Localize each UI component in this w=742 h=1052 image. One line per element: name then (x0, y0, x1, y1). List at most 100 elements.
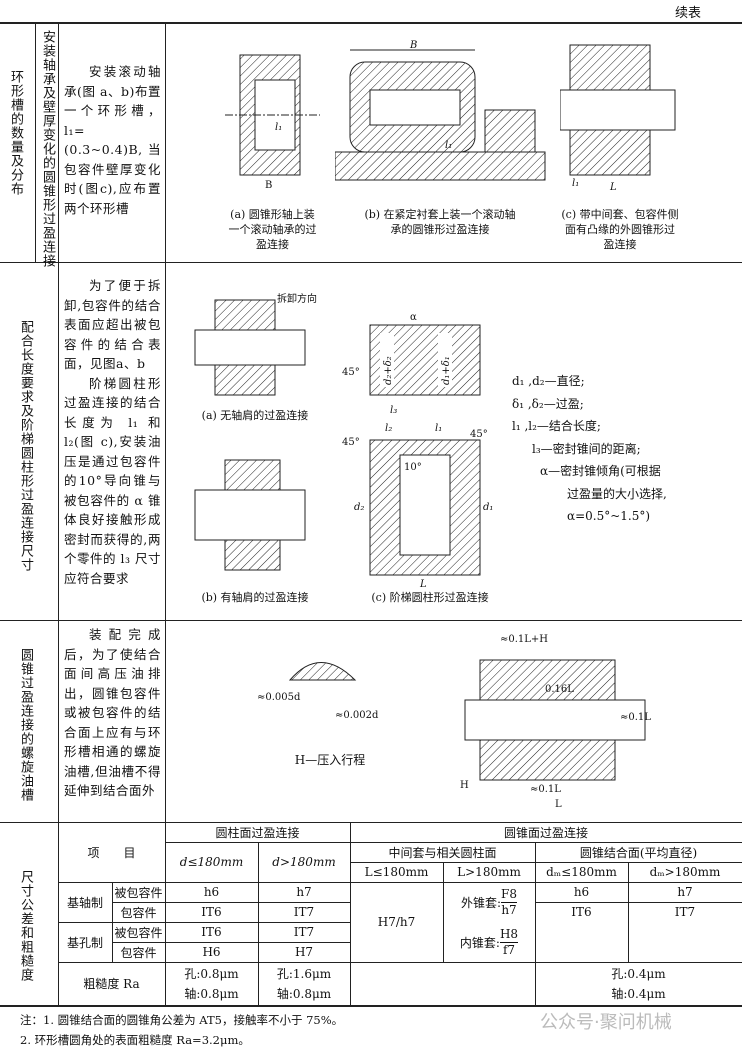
figure-1c-caption: (c) 带中间套、包容件侧面有凸缘的外圆锥形过盈连接 (561, 208, 679, 251)
grid-line (112, 902, 350, 903)
figure-3a-caption: H—压入行程 (294, 753, 366, 767)
row-sublabel: 安装轴承及壁厚变化的圆锥形过盈连接 (40, 30, 55, 268)
continued-label: 续表 (675, 6, 702, 21)
numerator: F8 (501, 886, 517, 903)
header-item: 项 目 (87, 845, 136, 860)
legend-line: l₁ ,l₂—结合长度; (512, 419, 601, 433)
cell: IT6 (571, 905, 592, 919)
svg-text:≈0.1L: ≈0.1L (620, 712, 651, 723)
grid-line (628, 862, 629, 962)
header-dm-large: dₘ>180mm (649, 865, 721, 879)
denominator: f7 (502, 942, 516, 957)
row2-description-1: 为了便于拆卸,包容件的结合表面应超出被包容件的结合表面，见图a、b (64, 278, 161, 371)
cell: IT6 (201, 925, 222, 939)
header-cylindrical: 圆柱面过盈连接 (215, 825, 300, 840)
cell: h6 (203, 885, 220, 899)
grid-line (535, 902, 742, 903)
outer-part-label: 包容件 (120, 945, 157, 960)
cell: IT7 (293, 925, 315, 939)
svg-text:B: B (265, 180, 272, 190)
figure-2a-caption: (a) 无轴肩的过盈连接 (201, 409, 309, 422)
svg-text:拆卸方向: 拆卸方向 (277, 292, 317, 305)
svg-text:L: L (609, 182, 617, 193)
legend-line: δ₁ ,δ₂—过盈; (512, 396, 584, 411)
svg-text:45°: 45° (470, 429, 488, 440)
shaft-basis-label: 基轴制 (66, 895, 103, 910)
cell: H7 (294, 945, 314, 959)
header-d-large: d>180mm (272, 855, 336, 869)
row2-description: 为了便于拆卸,包容件的结合表面应超出被包容件的结合表面，见图a、b 阶梯圆柱形过… (64, 276, 161, 588)
svg-text:L: L (555, 799, 562, 810)
svg-text:H: H (460, 780, 469, 791)
row1-description: 安装滚动轴承(图 a、b)布置一个环形槽，l₁=(0.3~0.4)B,当包容件壁… (64, 64, 161, 216)
roughness-hole: 孔:0.8μm (184, 966, 239, 981)
header-L-small: L≤180mm (364, 865, 429, 879)
svg-text:l₃: l₃ (390, 405, 397, 416)
roughness-hole: 孔:1.6μm (276, 966, 332, 981)
svg-text:45°: 45° (342, 367, 360, 378)
svg-text:B: B (409, 40, 417, 51)
header-cone-surface: 圆锥结合面(平均直径) (579, 845, 698, 860)
cell-intermediate-fit: H7/h7 (377, 915, 416, 929)
svg-text:l₂: l₂ (385, 423, 392, 434)
row-divider (0, 262, 742, 263)
outer-sleeve-label: 外锥套: (460, 895, 502, 910)
svg-text:10°: 10° (404, 462, 422, 473)
roughness-cell: 孔:0.4μm 轴:0.4μm (535, 962, 742, 1005)
svg-text:0.16L: 0.16L (545, 684, 574, 695)
cell: IT7 (293, 905, 315, 919)
label-d2-delta2: d₂+δ₂ (383, 356, 394, 385)
outer-part-label: 包容件 (120, 905, 157, 920)
legend-line: α—密封锥倾角(可根据 (540, 464, 661, 478)
table-bottom-border (0, 1005, 742, 1007)
figure-3b-drawing: ≈0.1L+H 0.16L≈0.1LH≈0.1LL (460, 634, 651, 810)
row-divider (0, 822, 742, 823)
row-label-tolerance: 尺寸公差和粗糙度 (18, 870, 33, 982)
cell: IT7 (674, 905, 696, 919)
svg-text:≈0.002d: ≈0.002d (335, 710, 379, 721)
header-conical: 圆锥面过盈连接 (503, 825, 588, 840)
grid-line (112, 882, 113, 962)
cell: H6 (202, 945, 221, 959)
grid-line (258, 842, 259, 1005)
grid-line (535, 842, 536, 1005)
watermark: 公众号·聚问机械 (540, 1012, 672, 1033)
svg-text:≈0.005d: ≈0.005d (257, 692, 301, 703)
hole-basis-label: 基孔制 (66, 935, 103, 950)
cell: h7 (677, 885, 693, 899)
cell: IT6 (201, 905, 222, 919)
col-divider (35, 22, 36, 262)
symbol-legend: d₁ ,d₂—直径; δ₁ ,δ₂—过盈; l₁ ,l₂—结合长度; l₃—密封… (512, 370, 667, 528)
roughness-shaft: 轴:0.4μm (611, 986, 666, 1001)
legend-line: d₁ ,d₂—直径; (512, 374, 585, 388)
svg-text:≈0.1L: ≈0.1L (530, 784, 561, 795)
roughness-shaft: 轴:0.8μm (184, 986, 239, 1001)
svg-text:l₁: l₁ (572, 178, 579, 189)
roughness-cell: 孔:0.8μm 轴:0.8μm (165, 962, 258, 1005)
grid-line (350, 822, 351, 1005)
roughness-label: 粗糙度 Ra (83, 977, 140, 991)
figure-2b-caption: (b) 有轴肩的过盈连接 (201, 591, 309, 604)
col-divider (58, 22, 59, 1005)
note-2: 2. 环形槽圆角处的表面粗糙度 Ra=3.2μm。 (20, 1033, 250, 1047)
row-label-fit-length: 配合长度要求及阶梯圆柱形过盈连接尺寸 (18, 320, 33, 572)
label-d1-delta1: d₁+δ₁ (441, 356, 452, 385)
figure-2b-drawing (194, 459, 306, 571)
figure-1b-drawing: B l₁ (335, 40, 546, 181)
svg-text:α: α (410, 312, 417, 323)
figure-2a-drawing: 拆卸方向 (194, 292, 317, 396)
svg-text:l₁: l₁ (445, 140, 452, 151)
legend-line: 过盈量的大小选择, (567, 486, 667, 501)
figure-1a-drawing: Bl₁ (225, 54, 320, 190)
roughness-hole: 孔:0.4μm (611, 966, 666, 981)
legend-line: l₃—密封锥间的距离; (532, 441, 641, 456)
grid-line (112, 942, 350, 943)
legend-line: α=0.5°~1.5°) (567, 509, 651, 523)
col-divider (165, 22, 166, 1005)
